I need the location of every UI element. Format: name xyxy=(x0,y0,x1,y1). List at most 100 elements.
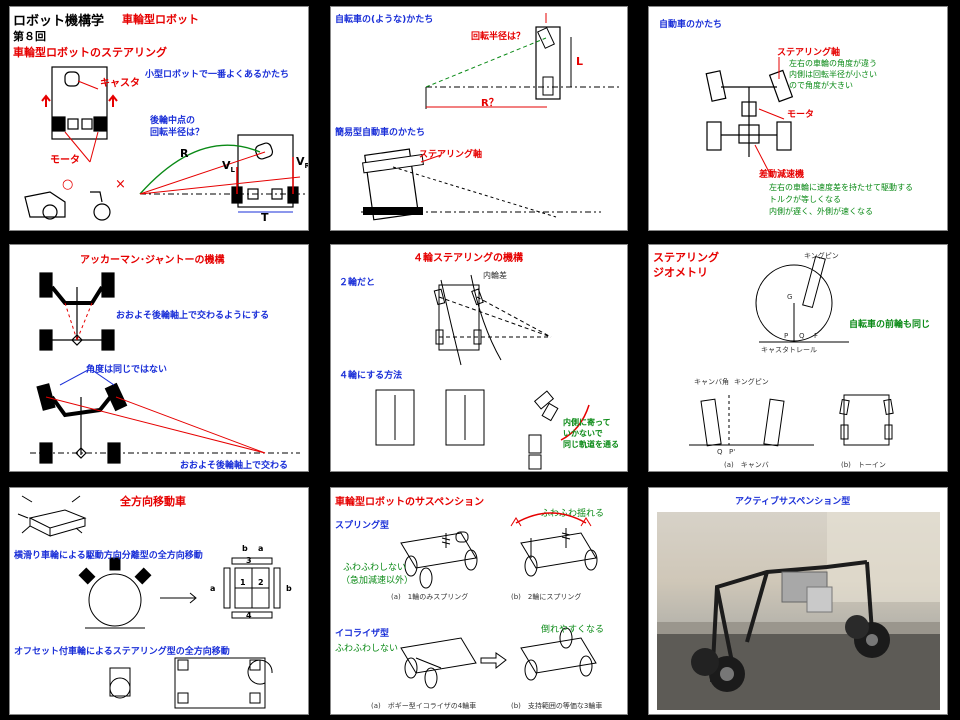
diff-note-1: 左右の車輪に速度差を持たせて駆動する xyxy=(769,183,913,192)
car-heading: 自動車のかたち xyxy=(659,20,723,30)
motor-label: モータ xyxy=(50,155,80,166)
slide-heading: 車輪型ロボットのステアリング xyxy=(13,46,167,59)
caster-trail-label: キャスタトレール xyxy=(761,346,817,354)
equalizer-caption-b: (b) 支持範囲の等価な3輪車 xyxy=(511,702,603,710)
caster-label: キャスタ xyxy=(100,78,140,89)
toein-caption: (b) トーイン xyxy=(841,461,886,469)
simple-car-heading: 簡易型自動車のかたち xyxy=(335,128,426,138)
ok-mark: ○ xyxy=(62,177,74,192)
common-shape-note: 小型ロボットで一番よくあるかたち xyxy=(145,70,290,80)
motor-label: モータ xyxy=(787,110,815,120)
radius-question-2: 回転半径は？ xyxy=(150,128,205,138)
angle-note-1: 左右の車輪の角度が違う xyxy=(789,59,877,68)
wheel-2: 2 xyxy=(258,578,264,587)
geometry-diagram xyxy=(689,255,894,447)
slide-ackermann: アッカーマン･ジャントーの機構 おおよそ後輪軸上で交わるようにする 角度は同じで xyxy=(9,244,309,472)
wheel-4: 4 xyxy=(246,611,252,620)
4ws-heading: ４輪ステアリングの機構 xyxy=(413,253,523,264)
spring-type-label: スプリング型 xyxy=(335,521,390,531)
vr-label: VR xyxy=(296,155,308,170)
same-as-bike-note: 自転車の前輪も同じ xyxy=(849,320,931,330)
steering-shaft-label: ステアリング軸 xyxy=(419,150,483,160)
bicycle-heading: 自転車の(ような)かたち xyxy=(335,15,434,25)
geometry-heading-2: ジオメトリ xyxy=(653,266,708,279)
robot-photo-drawing xyxy=(657,512,940,710)
geometry-heading-1: ステアリング xyxy=(653,251,719,264)
bicycle-car-diagram xyxy=(361,13,621,221)
no-fuwa-note: （急加減速以外） xyxy=(341,576,414,586)
radius-question-1: 後輪中点の xyxy=(150,116,196,126)
omni-diagram xyxy=(17,495,281,709)
ackermann-note-1: おおよそ後輪軸上で交わるようにする xyxy=(116,311,270,321)
camber-angle-label: キャンバ角 xyxy=(694,378,729,386)
slide-steering-intro: ロボット機構学 車輪型ロボット 第８回 車輪型ロボットのステアリング xyxy=(9,6,309,231)
tips-easy-label: 倒れやすくなる xyxy=(541,625,605,635)
radius-question: 回転半径は？ xyxy=(471,32,526,42)
equalizer-label: イコライザ型 xyxy=(335,629,390,639)
slide-4ws: ４輪ステアリングの機構 ２輪だと 内輪差 ４輪にする方法 内側に寄って いかない… xyxy=(330,244,628,472)
track-T-label: T xyxy=(261,211,269,224)
spring-caption-b: (b) 2輪にスプリング xyxy=(511,593,582,601)
robot-photo xyxy=(657,512,940,710)
wheel-1: 1 xyxy=(240,578,246,587)
slide-geometry: ステアリング ジオメトリ キングピン G P Q F キャスタトレール 自転車の… xyxy=(648,244,948,472)
spring-caption-a: (a) 1輪のみスプリング xyxy=(391,593,469,601)
steering-intro-diagram xyxy=(24,66,305,221)
slide-suspension: 車輪型ロボットのサスペンション スプリング型 ふわふわ揺れる xyxy=(330,487,628,715)
dir-a-left: a xyxy=(210,584,216,593)
chapter-label: 第８回 xyxy=(13,30,46,43)
fuwa-swing-label: ふわふわ揺れる xyxy=(541,509,605,519)
wheel-3: 3 xyxy=(246,556,252,565)
dir-b-top: b xyxy=(242,544,248,553)
diff-note-3: 内側が遅く、外側が速くなる xyxy=(769,207,873,216)
vl-label: VL xyxy=(222,159,235,175)
4ws-note-1: 内側に寄って xyxy=(563,418,611,427)
radius-R-label: R？ xyxy=(481,98,499,109)
radius-R-label: R xyxy=(180,147,189,160)
ackermann-heading: アッカーマン･ジャントーの機構 xyxy=(80,255,225,266)
slide-active-suspension: アクティブサスペンション型 xyxy=(648,487,948,715)
diff-note-2: トルクが等しくなる xyxy=(769,195,841,204)
kingpin-label-2: キングピン xyxy=(734,378,769,386)
two-wheel-label: ２輪だと xyxy=(339,278,376,288)
equalizer-caption-a: (a) ボギー型イコライザの4輪車 xyxy=(371,702,477,710)
label-Q: Q xyxy=(799,332,805,340)
kingpin-label: キングピン xyxy=(804,252,839,260)
wheelbase-L: L xyxy=(576,55,584,68)
label-Q2: Q xyxy=(717,448,723,456)
no-fuwa-label-2: ふわふわしない xyxy=(335,644,399,654)
ackermann-note-3: おおよそ後輪軸上で交わる xyxy=(180,461,289,471)
4ws-diagram xyxy=(375,274,590,470)
label-Pp: P' xyxy=(729,448,736,456)
suspension-heading: 車輪型ロボットのサスペンション xyxy=(335,497,485,508)
slide-car-shape: 自動車のかたち ステアリング軸 左右の車輪の角度が違う 内側は回転半径が小さい … xyxy=(648,6,948,231)
ackermann-diagram xyxy=(30,272,300,464)
no-fuwa-label: ふわふわしない xyxy=(343,563,407,573)
label-P: P xyxy=(784,332,789,340)
steering-shaft-label: ステアリング軸 xyxy=(777,48,841,58)
lecture-subtitle: 車輪型ロボット xyxy=(122,13,199,26)
active-suspension-heading: アクティブサスペンション型 xyxy=(735,497,851,507)
dir-a-top: a xyxy=(258,544,264,553)
slide-bicycle-car: 自転車の(ような)かたち 回転半径は？ L R？ 簡易型自動車のかたち ステアリ… xyxy=(330,6,628,231)
omni-heading: 全方向移動車 xyxy=(120,495,186,508)
four-wheel-label: ４輪にする方法 xyxy=(339,371,403,381)
4ws-note-3: 同じ軌道を通る xyxy=(563,440,619,449)
diff-label: 差動減速機 xyxy=(759,170,805,180)
ackermann-note-2: 角度は同じではない xyxy=(86,365,168,375)
suspension-diagram xyxy=(400,512,598,689)
angle-note-3: ので角度が大きい xyxy=(789,81,853,90)
course-title: ロボット機構学 xyxy=(13,14,105,29)
ng-mark: × xyxy=(115,177,126,192)
car-diagram xyxy=(705,57,794,173)
4ws-note-2: いかないで xyxy=(563,429,603,438)
label-F: F xyxy=(814,332,819,340)
label-G: G xyxy=(787,293,793,301)
angle-note-2: 内側は回転半径が小さい xyxy=(789,70,877,79)
dir-b-right: b xyxy=(286,584,292,593)
omni-sub-2: オフセット付車輪によるステアリング型の全方向移動 xyxy=(14,647,230,657)
inner-diff-label: 内輪差 xyxy=(483,271,507,280)
slide-omni: 全方向移動車 xyxy=(9,487,309,715)
omni-sub-1: 横滑り車輪による駆動方向分離型の全方向移動 xyxy=(14,551,203,561)
camber-caption: (a) キャンバ xyxy=(724,461,769,469)
